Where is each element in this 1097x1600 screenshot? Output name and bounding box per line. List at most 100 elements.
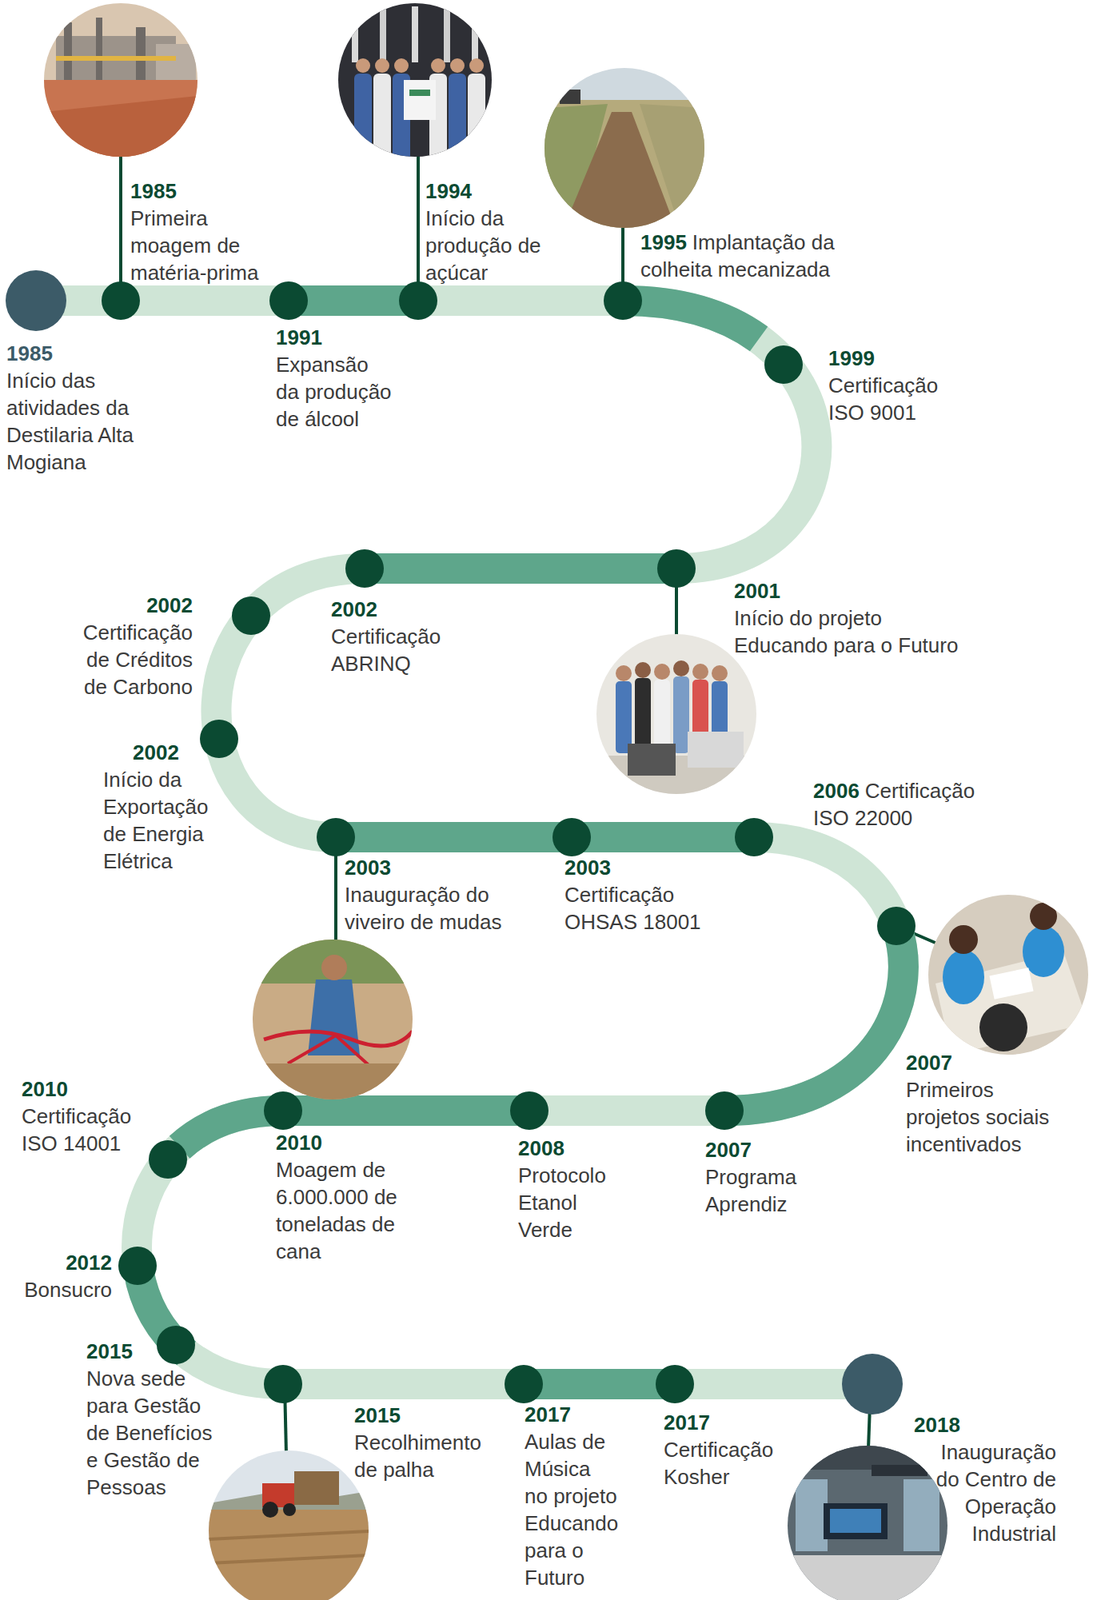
photo — [252, 1063, 413, 1100]
year-label: 2001 — [733, 577, 974, 605]
photo — [596, 634, 757, 794]
timeline-dot — [156, 1325, 196, 1365]
photo — [373, 73, 391, 162]
photo — [469, 58, 484, 73]
photo — [252, 939, 413, 1100]
milestone-text: Início da produção de açúcar — [425, 204, 544, 287]
year-label: 2010 — [275, 1128, 404, 1157]
year-label: 2002 — [103, 738, 232, 766]
timeline-dot — [316, 817, 356, 857]
milestone-text: Bonsucro — [15, 1276, 112, 1304]
timeline-dot — [877, 906, 916, 946]
milestone: 2018Inauguração do Centro de Operação In… — [913, 1411, 1057, 1548]
milestone: 2010Certificação ISO 14001 — [21, 1075, 158, 1157]
photo — [471, 6, 479, 63]
milestone: 2003Inauguração do viveiro de mudas — [344, 853, 529, 936]
year-label: 2018 — [913, 1411, 1057, 1439]
photo — [687, 731, 744, 768]
timeline-dot — [263, 1091, 303, 1130]
milestone: 2012Bonsucro — [15, 1248, 112, 1304]
milestone-text: Inauguração do viveiro de mudas — [344, 881, 529, 936]
photo — [615, 681, 632, 754]
milestone-text: Certificação OHSAS 18001 — [564, 881, 717, 936]
milestone-text: Certificação ISO 9001 — [828, 371, 965, 427]
milestone-text: Aulas de Música no projeto Educando para… — [524, 1428, 619, 1592]
timeline-dot — [101, 281, 916, 1404]
photo — [448, 73, 467, 162]
year-label: 2002 — [60, 591, 193, 619]
milestone-text: Inauguração do Centro de Operação Indust… — [913, 1438, 1057, 1548]
year-label: 2017 — [524, 1400, 619, 1429]
photo — [692, 663, 709, 680]
timeline-track — [136, 1110, 284, 1385]
milestone: 1994Início da produção de açúcar — [425, 177, 544, 287]
milestone-text: Recolhimento de palha — [354, 1428, 495, 1484]
photo — [283, 1503, 296, 1516]
milestone-text: Programa Aprendiz — [705, 1163, 818, 1218]
milestone-text: Expansão da produção de álcool — [275, 351, 395, 433]
photo — [627, 743, 676, 776]
timeline-end — [5, 270, 67, 332]
milestone-text: Protocolo Etanol Verde — [518, 1161, 627, 1244]
timeline-track — [622, 300, 817, 569]
year-label: 2007 — [905, 1049, 1066, 1077]
photo — [711, 665, 728, 682]
milestone-text: Certificação ISO 14001 — [21, 1102, 158, 1157]
photo — [634, 662, 651, 679]
photo — [208, 1555, 369, 1564]
milestone: 2003Certificação OHSAS 18001 — [564, 853, 717, 936]
photo — [430, 58, 446, 73]
timeline-dot — [552, 817, 591, 857]
timeline-dot — [734, 817, 774, 857]
photo — [829, 1508, 882, 1533]
timeline-dot — [118, 1246, 157, 1285]
milestone: 2017Aulas de Música no projeto Educando … — [524, 1400, 619, 1592]
photo — [949, 925, 978, 954]
year-label: 2012 — [15, 1248, 112, 1277]
milestone: 2001Início do projeto Educando para o Fu… — [733, 577, 974, 659]
photo — [374, 58, 390, 73]
milestone: 2007Primeiros projetos sociais incentiva… — [905, 1049, 1066, 1158]
photo — [443, 6, 451, 63]
photo — [942, 949, 985, 1005]
timeline-dot — [269, 281, 308, 320]
year-label: 2007 — [705, 1136, 818, 1164]
milestone: 2006Certificação ISO 22000 — [813, 777, 1006, 832]
timeline-dot — [510, 1091, 549, 1130]
photo — [208, 1450, 369, 1600]
year-label: 2015 — [354, 1401, 495, 1429]
year-label: 1985 — [130, 177, 265, 205]
year-label: 2008 — [518, 1134, 627, 1162]
milestone: 2002Início da Exportação de Energia Elét… — [103, 738, 232, 875]
milestone-text: Primeira moagem de matéria-prima — [130, 204, 265, 287]
photo — [544, 67, 705, 228]
photo — [1029, 902, 1058, 930]
timeline-track — [335, 821, 754, 853]
photo — [394, 58, 409, 73]
photo — [787, 1445, 948, 1600]
timeline-dot — [199, 719, 239, 758]
milestone-text: Primeiros projetos sociais incentivados — [905, 1076, 1066, 1158]
timeline-track — [35, 300, 904, 1385]
photo — [43, 3, 198, 160]
year-label: 1991 — [275, 323, 395, 352]
photo — [43, 79, 198, 160]
photo — [351, 6, 359, 63]
photo — [871, 1464, 928, 1476]
photo — [294, 1471, 340, 1505]
photo — [95, 17, 103, 80]
leader-line — [119, 151, 123, 301]
milestone-text: Certificação ABRINQ — [331, 622, 467, 678]
photo — [928, 894, 1089, 1055]
timeline-track — [523, 1368, 675, 1400]
photo — [989, 967, 1034, 1000]
photo — [43, 95, 198, 160]
milestone: 1999Certificação ISO 9001 — [828, 344, 965, 427]
photo — [252, 939, 413, 1100]
timeline-dot — [657, 549, 696, 588]
photo — [135, 27, 146, 80]
milestone: 1985Início das atividades da Destilaria … — [6, 339, 135, 476]
photo — [787, 1445, 948, 1470]
photo — [63, 22, 72, 80]
timeline-dot — [345, 549, 384, 588]
